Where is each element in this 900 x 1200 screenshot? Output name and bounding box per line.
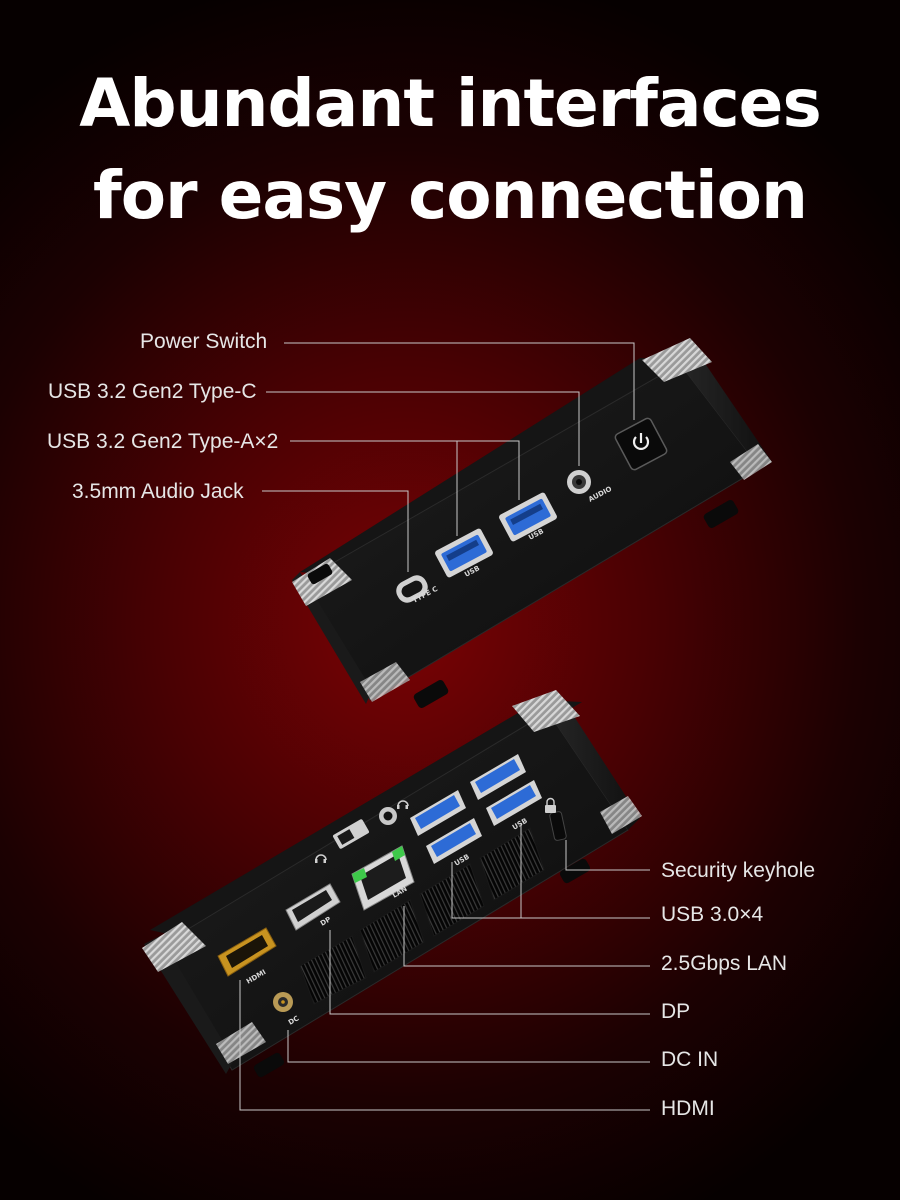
rear-audio-jack (379, 807, 397, 825)
headphone-icon-2 (397, 800, 409, 809)
usb-a-port-1: USB (435, 528, 493, 579)
callout-audio-jack: 3.5mm Audio Jack (72, 480, 244, 503)
mini-pc-front-view: TYPE C USB USB AUDIO (292, 338, 772, 708)
callout-lan: 2.5Gbps LAN (661, 952, 788, 975)
hdmi-port: HDMI (217, 927, 277, 986)
headphone-icon (315, 854, 327, 863)
bottom-leader-lines (239, 824, 650, 1111)
usb-a-port-2: USB (499, 492, 557, 542)
callout-power-switch: Power Switch (140, 330, 268, 353)
callout-dp: DP (661, 1000, 691, 1023)
lock-icon (545, 797, 556, 813)
headline-line-2: for easy connection (93, 157, 808, 234)
mini-pc-rear-view: HDMI DC DP LAN (142, 690, 642, 1078)
top-leader-lines (262, 342, 635, 572)
power-icon (632, 433, 650, 450)
usb30-port-1 (410, 790, 466, 836)
callout-dc-in: DC IN (661, 1048, 719, 1071)
callout-security-keyhole: Security keyhole (661, 859, 816, 882)
rear-switch (333, 819, 369, 849)
power-button (614, 417, 668, 471)
headline: Abundant interfaces for easy connection (0, 58, 900, 242)
headline-line-1: Abundant interfaces (79, 65, 821, 142)
callout-usb-type-c: USB 3.2 Gen2 Type-C (48, 380, 257, 403)
usb30-port-3 (470, 754, 526, 800)
callout-hdmi: HDMI (661, 1097, 715, 1120)
callout-usb-type-a: USB 3.2 Gen2 Type-A×2 (47, 430, 279, 453)
callout-usb30: USB 3.0×4 (661, 903, 764, 926)
